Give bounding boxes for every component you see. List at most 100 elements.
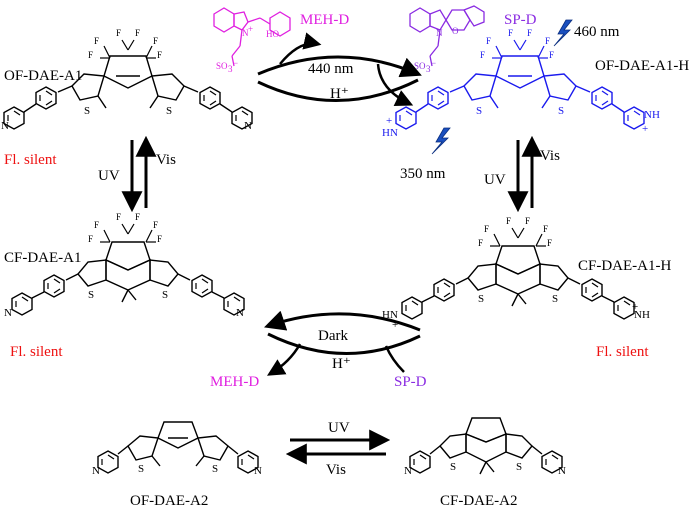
n-atom: N: [558, 465, 566, 477]
label-meh-d-bottom: MEH-D: [210, 374, 259, 390]
bottom-uv-label: UV: [328, 420, 350, 436]
n-atom: N: [1, 120, 9, 132]
hn-atom: HN: [382, 127, 398, 139]
f-atom: F: [153, 36, 158, 46]
f-atom: F: [153, 220, 158, 230]
excitation-label: 350 nm: [400, 166, 446, 182]
s-atom: S: [84, 105, 90, 117]
n-atom: N: [244, 120, 252, 132]
f-atom: F: [525, 216, 530, 226]
n-atom: N: [254, 465, 262, 477]
f-atom: F: [116, 212, 121, 222]
label-cf-dae-a2: CF-DAE-A2: [440, 493, 518, 509]
excitation-bolt-icon: [431, 127, 451, 155]
so3-group: SO: [216, 61, 228, 71]
so3-group: SO: [414, 61, 426, 71]
plus-charge: +: [632, 301, 638, 313]
left-vis-label: Vis: [156, 152, 176, 168]
f-atom: F: [484, 224, 489, 234]
top-curved-arrow-left: [257, 78, 419, 102]
f-atom: F: [527, 28, 532, 38]
bottom-curved-arrow-to-meh: [266, 343, 302, 376]
bottom-curved-arrow-right: [267, 332, 421, 355]
s-atom: S: [88, 289, 94, 301]
fl-silent-label: Fl. silent: [10, 344, 63, 360]
bottom-curved-arrow-left: [264, 310, 421, 332]
label-of-dae-a1: OF-DAE-A1: [4, 68, 82, 84]
top-curved-arrow-right: [257, 55, 422, 78]
left-uv-label: UV: [98, 168, 120, 184]
label-cf-dae-a1-h: CF-DAE-A1-H: [578, 258, 671, 274]
f-atom: F: [135, 212, 140, 222]
s-atom: S: [166, 105, 172, 117]
nh-atom: NH: [644, 109, 660, 121]
f-atom: F: [543, 224, 548, 234]
ho-group: HO: [266, 29, 279, 39]
n-atom: N: [92, 465, 100, 477]
f-atom: F: [94, 220, 99, 230]
emission-label: 460 nm: [574, 24, 620, 40]
f-atom: F: [478, 238, 483, 248]
s-atom: S: [162, 289, 168, 301]
f-atom: F: [547, 238, 552, 248]
label-of-dae-a2: OF-DAE-A2: [130, 493, 208, 509]
top-acid-label: H⁺: [330, 86, 349, 102]
f-atom: F: [545, 36, 550, 46]
bottom-dark-label: Dark: [318, 328, 348, 344]
s-atom: S: [138, 463, 144, 475]
f-atom: F: [506, 216, 511, 226]
n-atom: N: [4, 307, 12, 319]
label-sp-d-top: SP-D: [504, 12, 537, 28]
s-atom: S: [476, 105, 482, 117]
right-uv-label: UV: [484, 172, 506, 188]
top-wavelength-label: 440 nm: [308, 61, 354, 77]
cf-dae-a1-structure: F F F F F F S S N N: [4, 212, 245, 319]
so3-charge: −: [233, 58, 238, 68]
label-meh-d-top: MEH-D: [300, 12, 349, 28]
s-atom: S: [558, 105, 564, 117]
fl-silent-label: Fl. silent: [596, 344, 649, 360]
f-atom: F: [480, 50, 485, 60]
n-atom: N: [436, 28, 443, 38]
f-atom: F: [157, 50, 162, 60]
of-dae-a1-structure: F F F F F F S S N N: [1, 28, 253, 132]
emission-bolt-icon: [553, 19, 573, 47]
n-atom: N: [242, 28, 249, 38]
f-atom: F: [116, 28, 121, 38]
f-atom: F: [88, 50, 93, 60]
of-dae-a1-h-structure: F F F F F F S S + HN NH +: [382, 28, 660, 139]
s-atom: S: [212, 463, 218, 475]
so3-subscript: 3: [426, 64, 431, 74]
o-atom: O: [452, 26, 459, 36]
bottom-curved-arrow-from-sp: [384, 345, 405, 373]
cf-dae-a2-structure: S S N N: [404, 417, 566, 477]
n-atom: N: [404, 465, 412, 477]
f-atom: F: [157, 234, 162, 244]
s-atom: S: [516, 461, 522, 473]
label-cf-dae-a1: CF-DAE-A1: [4, 250, 82, 266]
f-atom: F: [486, 36, 491, 46]
fl-silent-label: Fl. silent: [4, 152, 57, 168]
so3-charge: −: [431, 58, 436, 68]
bottom-vis-label: Vis: [326, 462, 346, 478]
f-atom: F: [508, 28, 513, 38]
s-atom: S: [552, 293, 558, 305]
top-curved-arrow-up: [279, 32, 322, 65]
n-atom: N: [236, 307, 244, 319]
s-atom: S: [450, 461, 456, 473]
label-sp-d-bottom: SP-D: [394, 374, 427, 390]
so3-subscript: 3: [228, 64, 233, 74]
top-curved-arrow-down: [376, 63, 414, 107]
meh-d-structure: N + HO SO 3 −: [213, 7, 291, 74]
of-dae-a2-structure: S S N N: [92, 421, 262, 477]
plus-charge: +: [642, 123, 648, 135]
f-atom: F: [135, 28, 140, 38]
sp-d-structure: N O SO 3 −: [409, 5, 485, 74]
f-atom: F: [549, 50, 554, 60]
right-vis-label: Vis: [540, 148, 560, 164]
plus-charge: +: [392, 319, 398, 331]
plus-charge: +: [386, 115, 392, 127]
plus-charge: +: [248, 24, 253, 34]
s-atom: S: [478, 293, 484, 305]
